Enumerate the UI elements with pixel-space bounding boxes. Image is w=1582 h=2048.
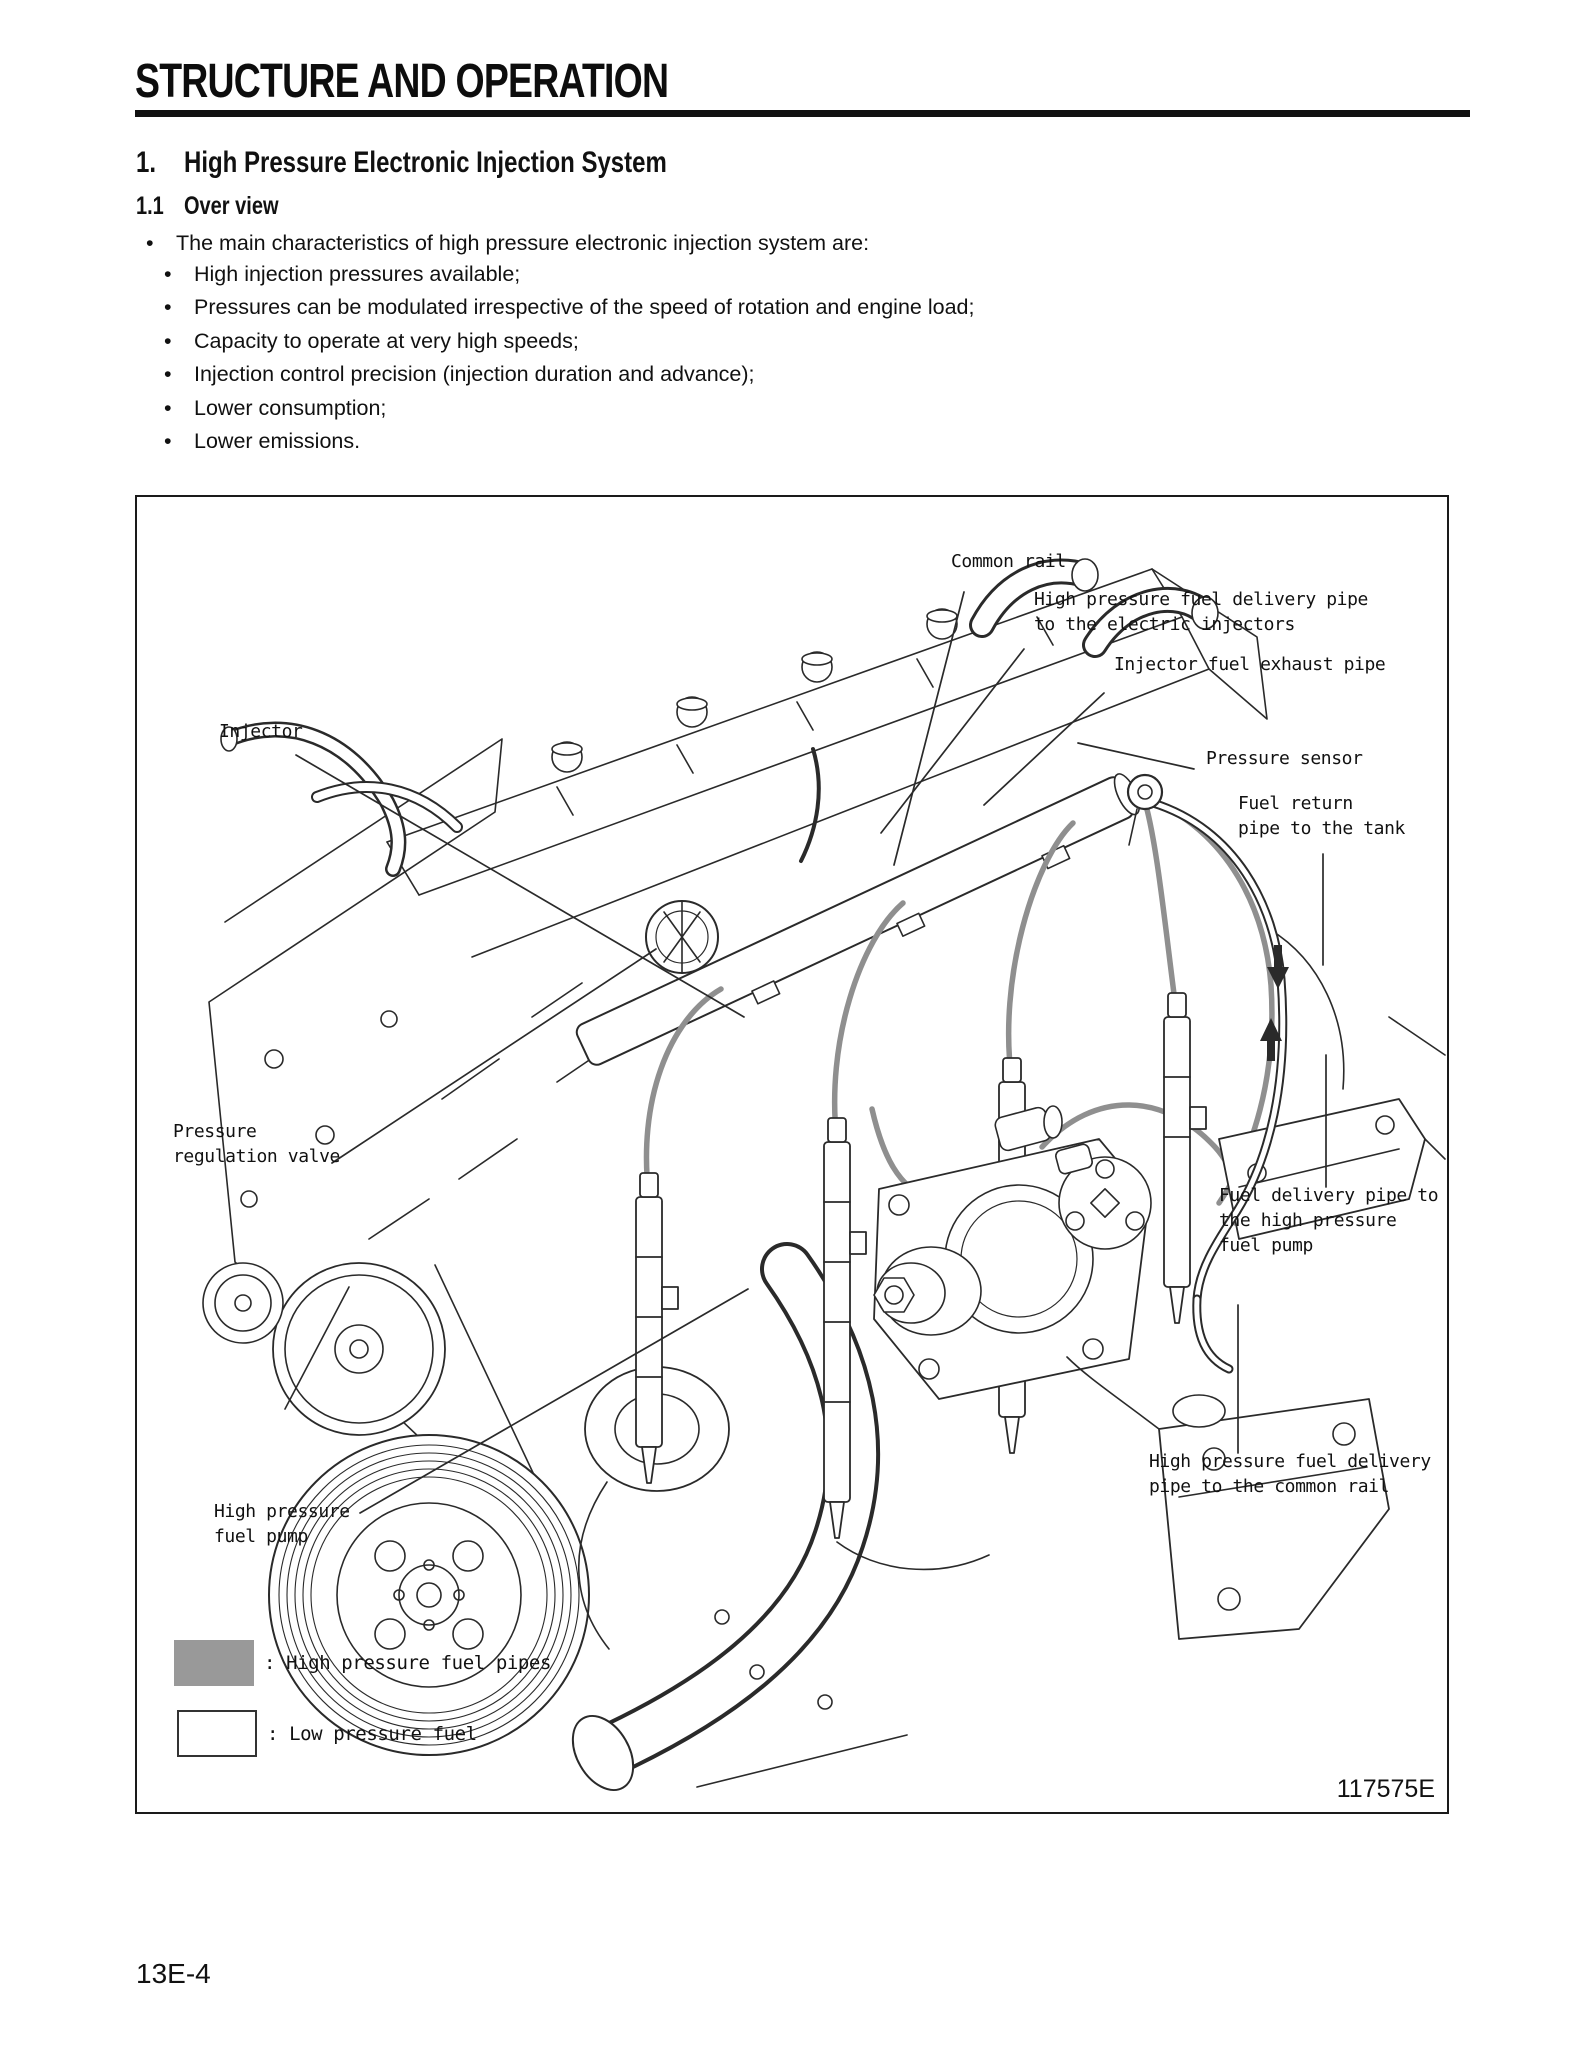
list-item-text: Injection control precision (injection d… <box>194 362 755 387</box>
page-number: 13E-4 <box>136 1958 211 1989</box>
list-item-text: Capacity to operate at very high speeds; <box>194 328 579 353</box>
figure-code: 117575E <box>1336 1775 1435 1803</box>
figure-frame: Common rail High pressure fuel delivery … <box>135 495 1449 1814</box>
subsection-heading: 1.1 Over view <box>136 192 279 221</box>
callout-injector: Injector <box>219 721 303 742</box>
bullet-dot: • <box>164 262 172 286</box>
leader-line-pressure-regulation-valve <box>331 948 657 1164</box>
bullet-list: • High injection pressures available; • Pr… <box>164 262 974 462</box>
high-pressure-pump-shape <box>873 1105 1152 1400</box>
page-title: STRUCTURE AND OPERATION <box>135 55 669 108</box>
lead-bullet: • The main characteristics of high pressu… <box>146 231 869 256</box>
section-number: 1. <box>136 146 157 179</box>
list-item: • High injection pressures available; <box>164 262 974 295</box>
leader-line-injector-fuel-exhaust-pipe <box>983 692 1105 806</box>
list-item-text: High injection pressures available; <box>194 262 521 286</box>
leader-line-injector <box>295 754 745 1018</box>
list-item: • Capacity to operate at very high speeds… <box>164 329 974 362</box>
flow-arrow-icons <box>1260 945 1289 1061</box>
list-item: • Injection control precision (injection … <box>164 362 974 395</box>
bullet-dot: • <box>164 362 172 387</box>
high-pressure-swatch <box>174 1640 254 1686</box>
leader-line-pressure-sensor <box>1077 742 1195 770</box>
callout-pressure-regulation-valve: Pressure regulation valve <box>173 1121 340 1167</box>
callout-hp-fuel-pump: High pressure fuel pump <box>214 1501 350 1547</box>
low-pressure-swatch <box>177 1710 257 1757</box>
legend-item-low-pressure: : Low pressure fuel <box>177 1710 477 1757</box>
list-item-text: Lower emissions. <box>194 428 361 453</box>
bullet-dot: • <box>164 295 172 320</box>
callout-hp-delivery-pipe-common-rail: High pressure fuel delivery pipe to the … <box>1149 1451 1431 1497</box>
bullet-dot: • <box>146 231 154 255</box>
callout-common-rail: Common rail <box>951 551 1066 572</box>
callout-pressure-sensor: Pressure sensor <box>1206 748 1363 769</box>
leader-lines <box>295 591 1327 1514</box>
list-item: • Lower emissions. <box>164 429 974 462</box>
list-item: • Lower consumption; <box>164 396 974 429</box>
legend-label: : High pressure fuel pipes <box>264 1652 552 1674</box>
leader-line-common-rail <box>893 591 965 866</box>
bullet-dot: • <box>164 428 172 453</box>
subsection-title: Over view <box>184 192 279 220</box>
leader-line-hp-fuel-pump <box>359 1288 749 1514</box>
subsection-number: 1.1 <box>136 192 164 220</box>
leader-line-hp-delivery-pipe-injectors <box>880 648 1025 834</box>
section-heading: 1. High Pressure Electronic Injection Sys… <box>136 146 667 180</box>
engine-diagram-illustration <box>202 558 1446 1791</box>
callout-hp-delivery-pipe-injectors: High pressure fuel delivery pipe to the … <box>1034 589 1368 635</box>
callout-fuel-delivery-pipe-hp-pump: Fuel delivery pipe to the high pressure … <box>1219 1185 1439 1256</box>
list-item-text: Lower consumption; <box>194 395 387 420</box>
title-rule <box>135 110 1470 117</box>
bullet-dot: • <box>164 395 172 420</box>
list-item-text: Pressures can be modulated irrespective … <box>194 295 975 320</box>
section-title: High Pressure Electronic Injection Syste… <box>184 146 667 179</box>
legend-label: : Low pressure fuel <box>267 1722 477 1745</box>
callout-injector-fuel-exhaust-pipe: Injector fuel exhaust pipe <box>1114 654 1386 675</box>
bullet-dot: • <box>164 328 172 353</box>
lead-bullet-text: The main characteristics of high pressur… <box>176 231 870 255</box>
callout-fuel-return-pipe-tank: Fuel return pipe to the tank <box>1238 793 1405 839</box>
list-item: • Pressures can be modulated irrespective… <box>164 295 974 328</box>
legend-item-high-pressure: : High pressure fuel pipes <box>174 1640 551 1686</box>
